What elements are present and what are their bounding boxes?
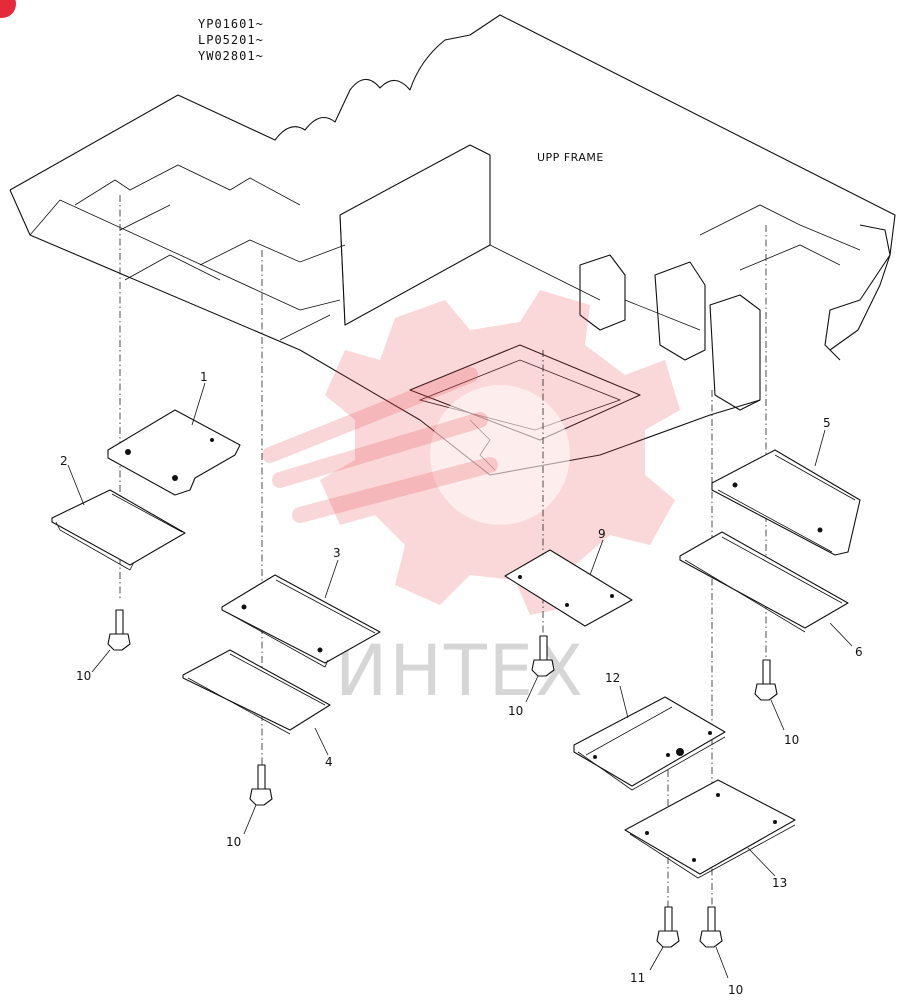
part-2-cover-plate: 2 [51, 454, 186, 571]
corner-badge [0, 0, 16, 18]
part-6-cover-plate: 6 [679, 531, 863, 659]
part-4-cover-plate: 4 [182, 649, 333, 769]
callout-part-1: 1 [200, 370, 208, 384]
callout-part-6: 6 [855, 645, 863, 659]
bolt-10-b: 10 [226, 764, 273, 849]
callout-part-3: 3 [333, 546, 341, 560]
serial-line-1: YP01601~ [198, 17, 264, 31]
part-13-bracket-plate: 13 [624, 779, 796, 890]
bolt-11: 11 [630, 906, 680, 985]
callout-part-2: 2 [60, 454, 68, 468]
part-5-cover-plate: 5 [711, 416, 861, 556]
callout-part-9: 9 [598, 527, 606, 541]
bolt-10-e: 10 [699, 906, 743, 997]
serial-numbers: YP01601~ LP05201~ YW02801~ [198, 17, 264, 63]
callout-bolt-10-d: 10 [784, 733, 799, 747]
part-12-bracket-plate: 12 [573, 671, 726, 791]
bolt-10-d: 10 [754, 659, 799, 747]
callout-part-13: 13 [772, 876, 787, 890]
callout-bolt-10-e: 10 [728, 983, 743, 997]
serial-line-3: YW02801~ [198, 49, 264, 63]
callout-part-11: 11 [630, 971, 645, 985]
callout-bolt-10-b: 10 [226, 835, 241, 849]
callout-part-5: 5 [823, 416, 831, 430]
callout-bolt-10-a: 10 [76, 669, 91, 683]
serial-line-2: LP05201~ [198, 33, 264, 47]
bolt-10-c: 10 [508, 635, 555, 718]
bolt-10-a: 10 [76, 609, 131, 683]
callout-bolt-10-c: 10 [508, 704, 523, 718]
part-3-cover-plate: 3 [221, 546, 381, 668]
frame-label: UPP FRAME [537, 151, 604, 164]
callout-part-12: 12 [605, 671, 620, 685]
callout-part-4: 4 [325, 755, 333, 769]
part-9-cover-plate: 9 [504, 527, 633, 627]
part-1-cover-plate: 1 [107, 370, 241, 496]
